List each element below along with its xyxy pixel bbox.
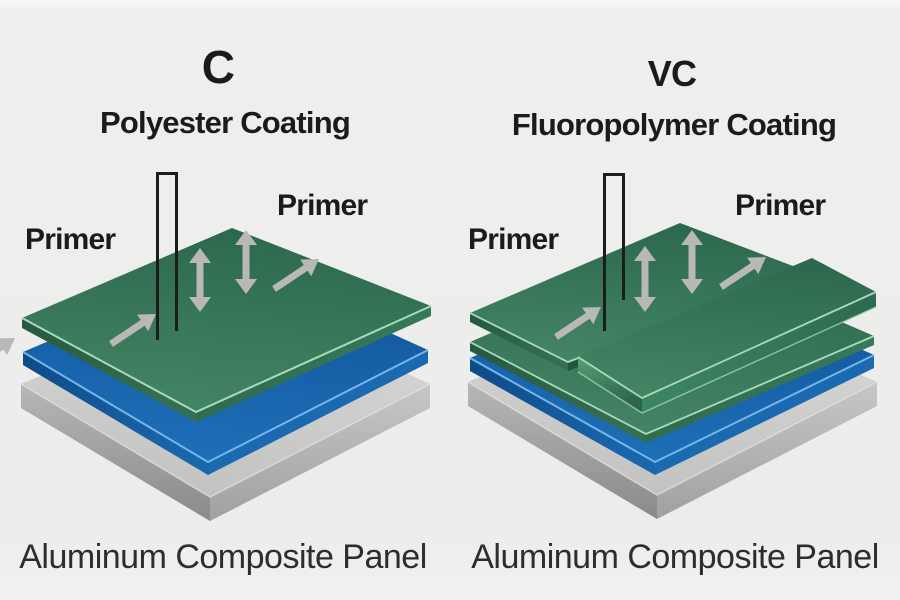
primer-label-right-vc: Primer <box>735 189 826 222</box>
coating-label-vc: Fluoropolymer Coating <box>511 107 837 142</box>
base-label-vc: Aluminum Composite Panel <box>471 538 879 576</box>
panel-vc-title: VC <box>647 53 697 94</box>
probe-pin-icon <box>603 173 625 331</box>
coating-strip-right-panel <box>577 258 877 414</box>
edge-arrow-icon <box>0 338 15 356</box>
panel-c-title: C <box>201 41 235 93</box>
probe-pin-icon <box>156 172 178 340</box>
up-down-arrow-icon <box>681 230 703 294</box>
up-down-arrow-icon <box>189 248 211 312</box>
primer-label-right-c: Primer <box>277 189 368 222</box>
diagonal-arrow-icon <box>554 307 601 340</box>
base-label-c: Aluminum Composite Panel <box>19 538 427 576</box>
diagonal-arrow-icon <box>272 259 319 292</box>
up-down-arrow-icon <box>235 230 257 294</box>
diagonal-arrow-icon <box>109 314 156 347</box>
adhesion-arrows-left <box>0 230 319 356</box>
adhesion-arrows-right <box>554 230 766 340</box>
panel-vc-graphic <box>467 173 878 519</box>
primer-label-left-vc: Primer <box>468 223 559 256</box>
panel-c-graphic <box>0 172 432 521</box>
diagonal-arrow-icon <box>719 257 766 290</box>
primer-label-left-c: Primer <box>25 223 116 256</box>
coating-label-c: Polyester Coating <box>100 105 351 140</box>
coating-layer-left <box>21 228 432 422</box>
up-down-arrow-icon <box>634 246 656 312</box>
